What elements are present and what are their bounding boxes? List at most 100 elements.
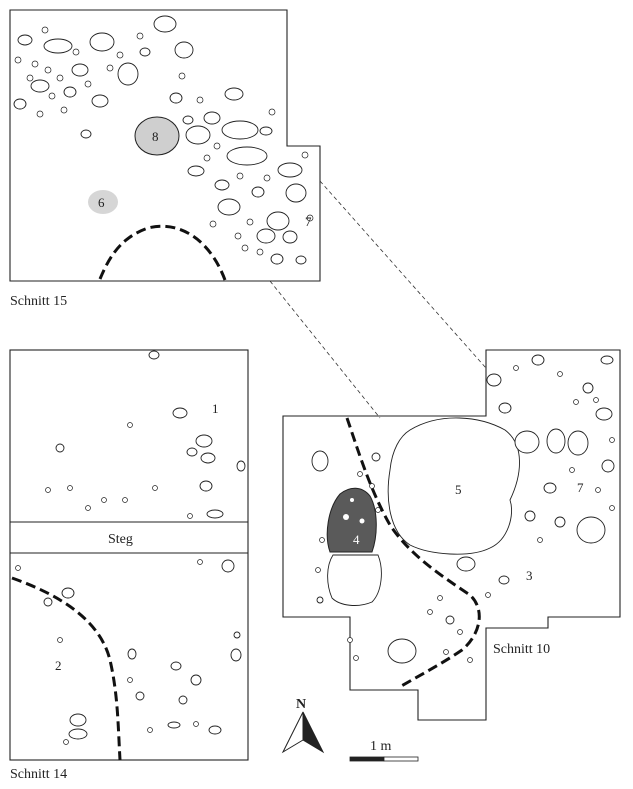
schnitt-10-label: Schnitt 10	[493, 642, 550, 657]
stone	[167, 721, 181, 729]
north-label: N	[296, 697, 306, 712]
stone	[217, 198, 241, 216]
stone	[259, 126, 273, 136]
feature-4-hole	[359, 518, 365, 524]
schnitt-14-plan: 1 2 Steg Schnitt 14	[9, 349, 249, 782]
pebble	[301, 151, 309, 159]
pebble	[72, 48, 80, 56]
schnitt-14-outline	[9, 349, 249, 761]
pebble	[57, 637, 63, 643]
pebble	[485, 592, 491, 598]
stone	[43, 597, 53, 607]
pebble	[437, 595, 443, 601]
schnitt-14-label: Schnitt 14	[10, 767, 67, 782]
schnitt-15-stones	[13, 15, 307, 265]
pebble	[319, 537, 325, 543]
pebble	[234, 232, 242, 240]
pebble	[353, 655, 359, 661]
stone-below-feature-4	[327, 554, 382, 606]
stone	[195, 434, 213, 448]
feature-1-label: 1	[212, 401, 219, 416]
pebble	[152, 485, 158, 491]
feature-4-hole	[350, 498, 354, 502]
schnitt-10-plan: 5 4 7 3 Schnitt 10	[282, 349, 621, 721]
pebble	[246, 218, 254, 226]
schnitt-10-small-stones	[315, 365, 615, 663]
pebble	[14, 56, 22, 64]
stone	[30, 79, 50, 93]
stone	[206, 509, 224, 519]
pebble	[67, 485, 73, 491]
stone	[230, 648, 242, 662]
pebble	[41, 26, 49, 34]
schnitt-15-dashed-boundary	[98, 224, 227, 281]
pebble	[236, 172, 244, 180]
pebble	[122, 497, 128, 503]
pebble	[31, 60, 39, 68]
stone	[233, 631, 241, 639]
stone	[55, 443, 65, 453]
pebble	[127, 422, 133, 428]
stone	[170, 661, 182, 671]
stone	[69, 713, 87, 727]
stone	[270, 253, 284, 265]
connector-line	[269, 280, 381, 419]
pebble	[84, 80, 92, 88]
pebble	[315, 567, 321, 573]
stone	[214, 179, 230, 191]
pebble	[56, 74, 64, 82]
pebble	[595, 487, 601, 493]
stone	[524, 510, 536, 522]
schnitt-10-dashed-boundary	[345, 417, 481, 690]
feature-8-label: 8	[152, 129, 159, 144]
feature-6-label: 6	[98, 195, 105, 210]
stone	[546, 428, 566, 454]
pebble	[15, 565, 21, 571]
pebble	[609, 505, 615, 511]
pebble	[193, 721, 199, 727]
stone	[203, 111, 221, 125]
connector-line	[319, 180, 487, 369]
schnitt-15-plan: 8 6 7 Schnitt 15	[9, 9, 321, 309]
pebble	[357, 471, 363, 477]
pebble	[63, 739, 69, 745]
stone	[256, 228, 276, 244]
stone	[543, 482, 557, 494]
stone	[226, 146, 268, 166]
stone	[221, 559, 235, 573]
pebble	[48, 92, 56, 100]
stone	[80, 129, 92, 139]
north-arrow: N	[281, 697, 325, 754]
stone	[371, 452, 381, 462]
stone	[190, 674, 202, 686]
pebble	[26, 74, 34, 82]
stone	[445, 615, 455, 625]
stone	[71, 63, 89, 77]
stone	[224, 87, 244, 101]
pebble	[203, 154, 211, 162]
scale-bar-white	[383, 756, 419, 762]
stone	[601, 459, 615, 473]
pebble	[467, 657, 473, 663]
stone	[61, 587, 75, 599]
pebble	[256, 248, 264, 256]
pebble	[347, 637, 353, 643]
scale-bar-black	[349, 756, 385, 762]
pebble	[196, 96, 204, 104]
stone	[208, 725, 222, 735]
stone	[178, 695, 188, 705]
pebble	[209, 220, 217, 228]
stone	[316, 596, 324, 604]
stone	[199, 480, 213, 492]
feature-4-label: 4	[353, 532, 360, 547]
stone	[600, 355, 614, 365]
pebble	[127, 677, 133, 683]
stone	[236, 460, 246, 472]
stone	[456, 556, 476, 572]
pebble	[187, 513, 193, 519]
stone	[486, 373, 502, 387]
scale-label: 1 m	[370, 739, 392, 754]
stone	[576, 516, 606, 544]
pebble	[457, 629, 463, 635]
